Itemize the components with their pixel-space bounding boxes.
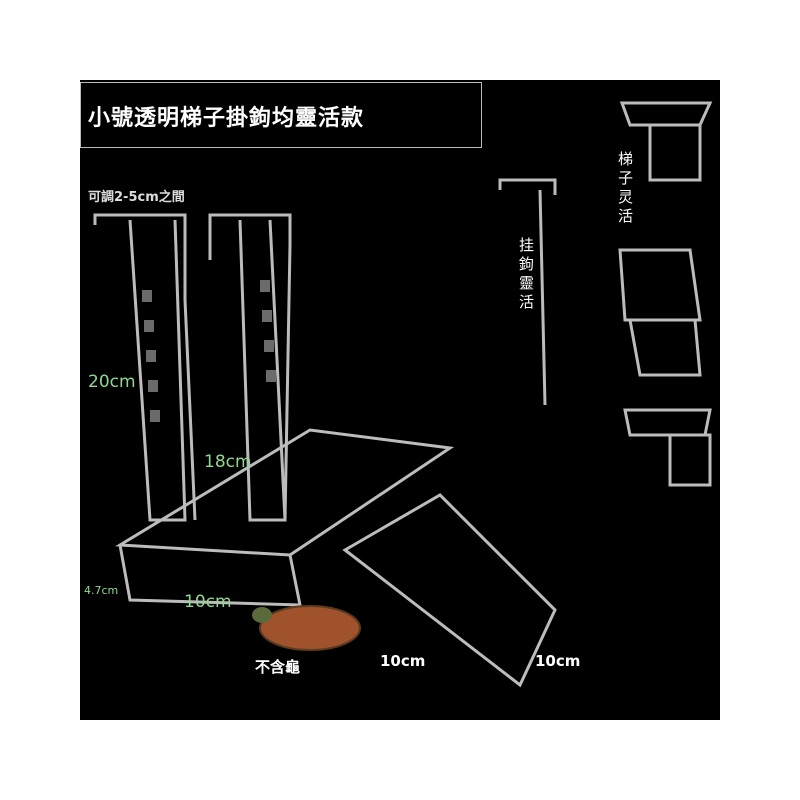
title-box: [80, 82, 482, 148]
hook-flexible-label: 挂鉤靈活: [519, 236, 535, 311]
product-photo: [80, 80, 720, 720]
hook-right-stem: [238, 219, 287, 522]
turtle: [259, 605, 361, 651]
hook-left-stem: [128, 219, 187, 522]
platform-front: [118, 544, 302, 607]
thumb-2: [618, 248, 702, 377]
thumb-1: [619, 101, 713, 182]
thumb-3: [623, 408, 712, 487]
hook-left: [93, 213, 197, 521]
ramp: [342, 493, 557, 688]
no-turtle-label: 不含龜: [255, 658, 301, 676]
platform: [115, 428, 455, 557]
platform-width-label: 10cm: [184, 592, 232, 612]
ladder-flexible-label: 梯子灵活: [618, 150, 634, 225]
ramp-width-label: 10cm: [380, 652, 426, 670]
height-18-label: 18cm: [204, 452, 252, 472]
height-20-label: 20cm: [88, 372, 136, 392]
adjust-range-label: 可調2-5cm之間: [88, 190, 185, 205]
hook-right: [208, 213, 292, 521]
hook-small: [498, 178, 557, 406]
ramp-length-label: 10cm: [535, 652, 581, 670]
depth-label: 4.7cm: [84, 584, 119, 597]
product-title: 小號透明梯子掛鉤均靈活款: [88, 106, 365, 131]
